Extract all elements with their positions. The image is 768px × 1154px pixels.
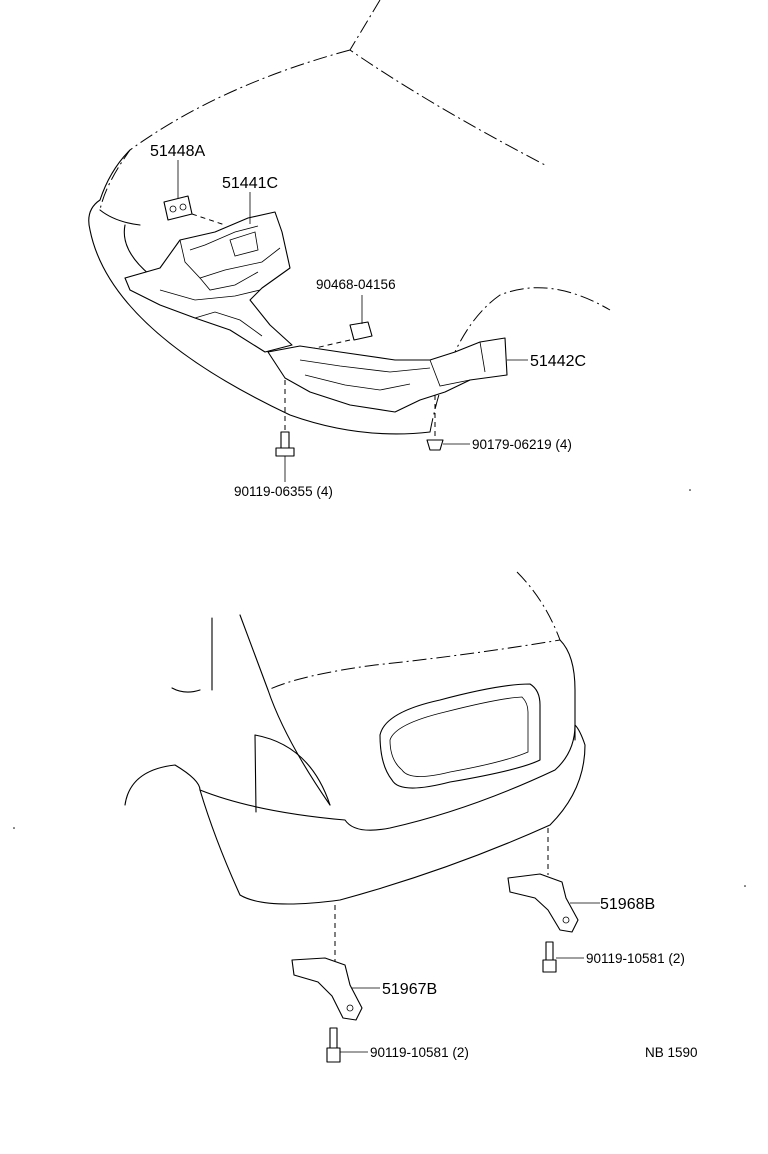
rear-window-outline [267, 571, 561, 691]
front-bumper-body [88, 199, 431, 435]
under-cover-rib [199, 271, 259, 291]
rear-quarter-line [254, 734, 331, 806]
bracket-hole [346, 1004, 354, 1012]
bracket-51967b [291, 957, 363, 1021]
roof-pillar [239, 614, 269, 691]
bolt-90119-front-head [275, 447, 295, 457]
rear-quarter-edge [254, 734, 257, 813]
callout-90179: 90179-06219 (4) [472, 437, 572, 452]
bolt-90119-rear-left-head [326, 1047, 341, 1063]
callout-51442c: 51442C [530, 353, 586, 370]
bracket-hole [562, 916, 570, 924]
scan-dot [744, 885, 746, 887]
figure-code: NB 1590 [645, 1045, 698, 1060]
rear-bumper-view: 51968B 90119-10581 (2) 51967B 90119-1058… [124, 571, 685, 1063]
front-bumper-upper-line [99, 209, 141, 226]
rear-quarter-panel [267, 689, 331, 806]
callout-90119-r1: 90119-10581 (2) [586, 951, 685, 966]
under-cover-rib [429, 359, 471, 387]
rear-wheel-arch [124, 764, 201, 806]
license-recess-inner [389, 696, 529, 777]
bolt-90119-rear-right-shank [545, 941, 554, 961]
clip-hole [169, 205, 177, 213]
bolt-90119-front-shank [280, 431, 290, 449]
rear-bumper-body [199, 724, 586, 905]
scan-dot [13, 827, 15, 829]
callout-51967b: 51967B [382, 981, 437, 998]
front-bumper-inner-line [123, 224, 151, 276]
rear-bumper-top [199, 724, 576, 831]
scan-dot [689, 489, 691, 491]
tail-lamp-edge [559, 639, 576, 741]
callout-51968b: 51968B [600, 896, 655, 913]
bolt-90119-rear-left-shank [329, 1027, 338, 1049]
under-cover-51441c [124, 211, 293, 353]
dashed-51448a [191, 213, 226, 226]
callout-51441c: 51441C [222, 175, 278, 192]
under-cover-rib [194, 311, 263, 337]
under-cover-rib [229, 231, 259, 257]
under-cover-rib [179, 239, 281, 279]
bolt-90119-rear-right-head [542, 959, 557, 973]
hood-outline [349, 0, 546, 166]
under-cover-51442c [267, 337, 508, 413]
rear-bumper-corner [171, 687, 201, 693]
clip-90468-shape [349, 321, 373, 341]
under-cover-rib [189, 225, 259, 251]
under-cover-rib [299, 359, 431, 373]
clip-51448a-shape [163, 195, 193, 221]
callout-90468: 90468-04156 [316, 277, 396, 292]
under-cover-rib [304, 374, 411, 391]
front-bumper-view: 51448A 51441C 90468-04156 51442C 90179-0… [88, 0, 611, 499]
license-recess [379, 683, 541, 789]
callout-51448a: 51448A [150, 143, 205, 160]
under-cover-rib [159, 289, 261, 301]
front-fender-outline [99, 149, 131, 201]
bracket-51968b [507, 873, 579, 933]
push-clip-90179 [426, 439, 444, 451]
clip-hole [179, 203, 187, 211]
callout-90119-front: 90119-06355 (4) [234, 484, 333, 499]
callout-90119-r2: 90119-10581 (2) [370, 1045, 469, 1060]
under-cover-rib [479, 341, 486, 373]
